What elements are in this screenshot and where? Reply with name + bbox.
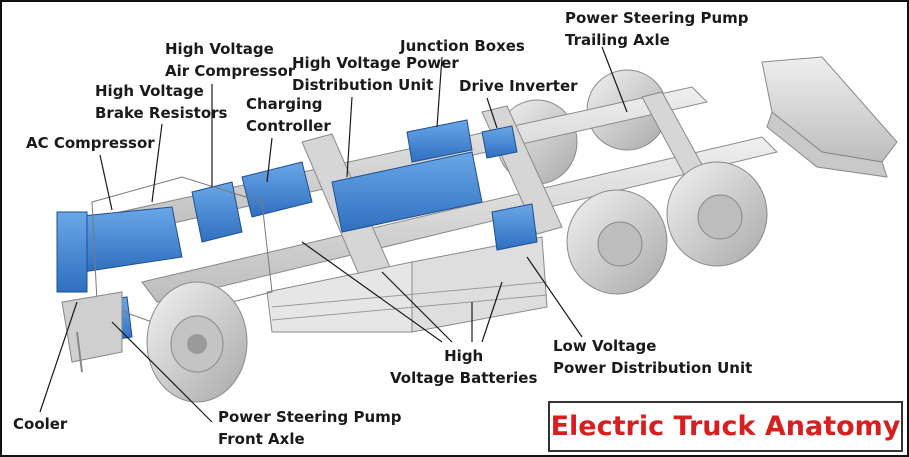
leader-batteries-1 bbox=[301, 241, 443, 343]
label-ac-compressor-line1: AC Compressor bbox=[26, 134, 155, 152]
label-air-compressor-line1: High Voltage bbox=[165, 40, 274, 58]
leader-junction-boxes bbox=[436, 56, 443, 128]
leader-brake-resistors bbox=[151, 123, 163, 203]
leader-steering-trailing bbox=[601, 46, 628, 113]
leader-cooler bbox=[39, 301, 78, 413]
label-charging-controller-line2: Controller bbox=[246, 117, 331, 135]
label-air-compressor: High Voltage Air Compressor bbox=[165, 38, 295, 82]
label-cooler-line1: Cooler bbox=[13, 415, 68, 433]
label-hv-batteries: High Voltage Batteries bbox=[390, 345, 537, 389]
label-pdu-hv: High Voltage Power Distribution Unit bbox=[292, 52, 459, 96]
label-hv-batteries-line2: Voltage Batteries bbox=[390, 369, 538, 387]
leader-drive-inverter bbox=[486, 97, 498, 129]
label-junction-boxes-line1: Junction Boxes bbox=[400, 37, 525, 55]
leader-ac-compressor bbox=[99, 154, 113, 211]
label-air-compressor-line2: Air Compressor bbox=[165, 62, 296, 80]
title-box: Electric Truck Anatomy bbox=[548, 401, 903, 452]
label-pdu-hv-line2: Distribution Unit bbox=[292, 76, 434, 94]
label-ac-compressor: AC Compressor bbox=[26, 132, 155, 154]
label-charging-controller: Charging Controller bbox=[246, 93, 331, 137]
label-cooler: Cooler bbox=[13, 413, 67, 435]
label-hv-batteries-line1: High bbox=[444, 347, 484, 365]
leader-pdu-hv bbox=[346, 96, 353, 178]
label-brake-resistors-line2: Brake Resistors bbox=[95, 104, 228, 122]
front-wheel bbox=[146, 281, 248, 403]
label-junction-boxes: Junction Boxes bbox=[400, 35, 525, 57]
label-lv-pdu-line1: Low Voltage bbox=[553, 337, 657, 355]
label-steering-front-line2: Front Axle bbox=[218, 430, 305, 448]
leader-batteries-2 bbox=[381, 271, 453, 343]
leader-batteries-4 bbox=[481, 281, 503, 343]
rear-tires-near bbox=[566, 161, 768, 295]
label-brake-resistors: High Voltage Brake Resistors bbox=[95, 80, 227, 124]
label-lv-pdu: Low Voltage Power Distribution Unit bbox=[553, 335, 752, 379]
label-pdu-hv-line1: High Voltage Power bbox=[292, 54, 459, 72]
label-steering-front: Power Steering Pump Front Axle bbox=[218, 406, 402, 450]
front-assembly bbox=[61, 176, 273, 373]
label-lv-pdu-line2: Power Distribution Unit bbox=[553, 359, 753, 377]
leader-lines bbox=[39, 46, 628, 423]
blue-components bbox=[56, 119, 538, 343]
rear-platform bbox=[761, 56, 898, 178]
diagram-title: Electric Truck Anatomy bbox=[550, 411, 901, 442]
label-brake-resistors-line1: High Voltage bbox=[95, 82, 204, 100]
label-drive-inverter-line1: Drive Inverter bbox=[459, 77, 578, 95]
label-drive-inverter: Drive Inverter bbox=[459, 75, 578, 97]
label-steering-front-line1: Power Steering Pump bbox=[218, 408, 402, 426]
label-steering-trailing-line1: Power Steering Pump bbox=[565, 9, 749, 27]
label-charging-controller-line1: Charging bbox=[246, 95, 323, 113]
label-steering-trailing-line2: Trailing Axle bbox=[565, 31, 670, 49]
battery-packs bbox=[266, 236, 548, 333]
leader-charging-controller bbox=[266, 137, 273, 183]
leader-lv-pdu bbox=[526, 256, 583, 338]
leader-steering-front bbox=[111, 321, 213, 423]
label-steering-trailing: Power Steering Pump Trailing Axle bbox=[565, 7, 749, 51]
